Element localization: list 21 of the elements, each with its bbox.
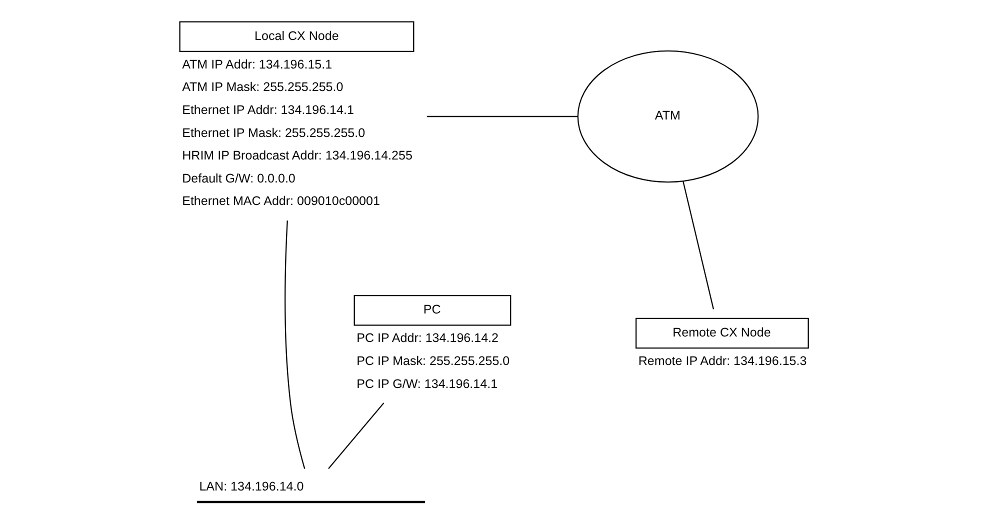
connector [284,220,306,469]
node-label: Ethernet IP Addr: 134.196.14.1 [182,102,354,117]
node-bar [196,500,426,504]
node-ellipse: ATM [577,50,759,183]
node-label: ATM IP Addr: 134.196.15.1 [182,57,332,72]
node-label: ATM IP Mask: 255.255.255.0 [182,80,344,94]
node-box: PC [354,295,512,326]
node-box: Remote CX Node [636,318,809,349]
connector [426,116,578,118]
node-label: PC IP Addr: 134.196.14.2 [356,331,499,346]
node-label: HRIM IP Broadcast Addr: 134.196.14.255 [182,148,412,163]
connector [328,402,384,470]
node-label: Ethernet IP Mask: 255.255.255.0 [182,126,366,140]
node-box: Local CX Node [179,21,414,52]
node-label: PC IP Mask: 255.255.255.0 [356,354,510,368]
node-label: Ethernet MAC Addr: 009010c00001 [182,194,380,208]
node-label: PC IP G/W: 134.196.14.1 [356,376,498,391]
node-label: LAN: 134.196.14.0 [199,479,304,494]
node-label: Default G/W: 0.0.0.0 [182,171,296,186]
node-label: Remote IP Addr: 134.196.15.3 [638,354,807,368]
connector [682,181,714,310]
